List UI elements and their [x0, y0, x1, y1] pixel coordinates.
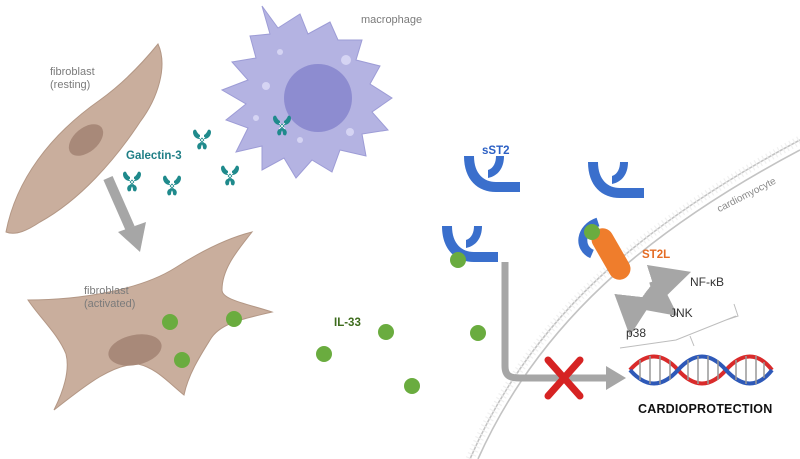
sst2-label: sST2	[482, 145, 510, 157]
il-33-molecules	[162, 311, 486, 394]
st2l-label: ST2L	[642, 249, 671, 261]
sst2-receptor-icon	[464, 156, 520, 192]
galectin-3-label: Galectin-3	[126, 150, 182, 162]
fibroblast-resting-label-line2: (resting)	[50, 79, 91, 91]
st2-receptor-icon	[588, 162, 644, 198]
sst2-bound-receptor	[442, 226, 498, 268]
fibroblast-resting-label: fibroblast (resting)	[50, 66, 95, 92]
nfkb-label: NF-κB	[690, 275, 724, 289]
fibroblast-activated-label-line2: (activated)	[84, 298, 136, 310]
signaling-bracket	[619, 303, 739, 349]
macrophage-label: macrophage	[361, 14, 423, 26]
il-33-ball-icon	[226, 311, 242, 327]
cardiomyocyte-membrane	[465, 136, 800, 459]
il-33-ball-icon	[316, 346, 332, 362]
il-33-label: IL-33	[334, 317, 361, 329]
il-33-ball-icon	[470, 325, 486, 341]
fibroblast-resting-label-line1: fibroblast	[50, 66, 95, 78]
jnk-label: JNK	[670, 306, 693, 320]
block-x-icon	[544, 356, 584, 400]
st2l-receptor	[578, 217, 631, 280]
il-33-ball-icon	[404, 378, 420, 394]
blocked-pathway-arrow	[501, 262, 626, 390]
signaling-arrows	[614, 265, 692, 336]
p38-label: p38	[626, 326, 647, 340]
activation-arrow	[103, 175, 146, 252]
il-33-ball-icon	[378, 324, 394, 340]
macrophage-cell	[220, 5, 393, 179]
fibroblast-activated-label-line1: fibroblast	[84, 285, 129, 297]
dna-icon	[628, 354, 774, 386]
galectin-3-icon	[162, 175, 182, 196]
fibroblast-activated-cell	[27, 231, 274, 411]
galectin-3-icon	[220, 165, 240, 186]
il-33-ball-icon	[174, 352, 190, 368]
fibroblast-resting-cell	[5, 43, 163, 234]
fibroblast-activated-label: fibroblast (activated)	[84, 285, 135, 311]
cardioprotection-label: CARDIOPROTECTION	[638, 402, 773, 416]
il-33-ball-icon	[162, 314, 178, 330]
galectin-3-icon	[192, 129, 212, 150]
galectin-3-icon	[122, 171, 142, 192]
